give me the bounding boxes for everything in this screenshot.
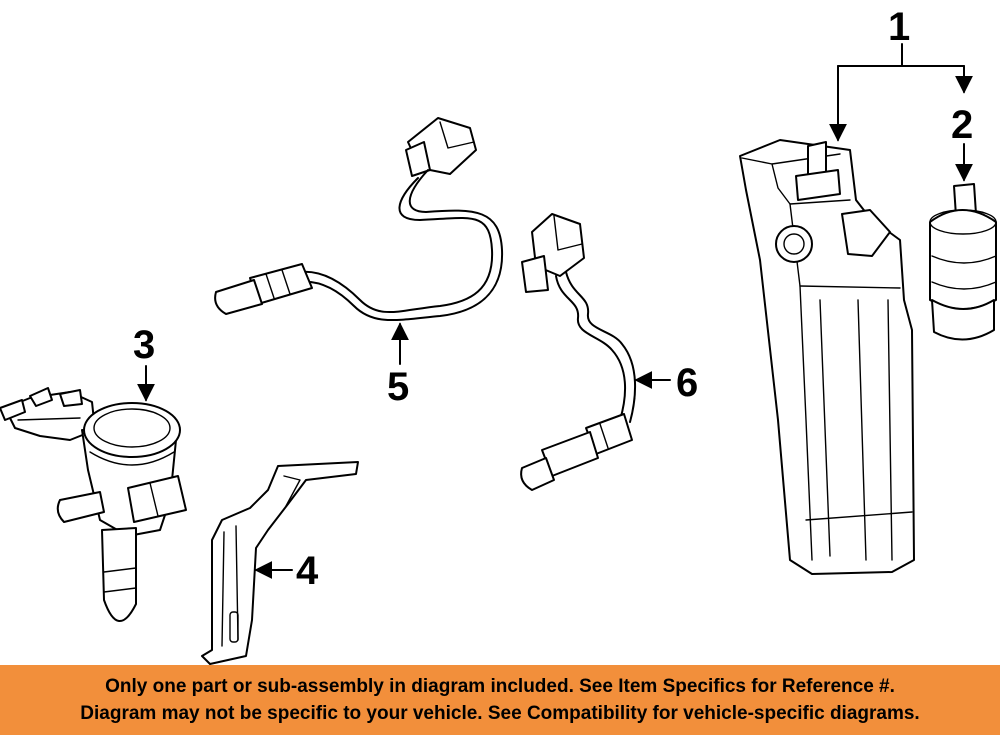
callout-1: 1 <box>888 5 910 49</box>
callout-5: 5 <box>387 365 409 409</box>
callout-4: 4 <box>296 549 319 593</box>
part-5-oxygen-sensor <box>214 117 504 321</box>
parts-diagram: 1 2 3 4 5 6 <box>0 5 997 665</box>
leader-lines <box>137 43 973 579</box>
part-3-purge-valve <box>0 387 187 622</box>
callout-2: 2 <box>951 103 973 147</box>
disclaimer-banner: Only one part or sub-assembly in diagram… <box>0 665 1000 735</box>
callout-3: 3 <box>133 323 155 367</box>
part-4-bracket <box>201 461 359 665</box>
part-1-charcoal-canister <box>739 139 915 575</box>
part-6-oxygen-sensor <box>520 213 636 491</box>
disclaimer-line-2: Diagram may not be specific to your vehi… <box>80 703 920 724</box>
disclaimer-line-1: Only one part or sub-assembly in diagram… <box>105 676 895 697</box>
part-2-filter <box>929 183 997 341</box>
callout-6: 6 <box>676 361 698 405</box>
